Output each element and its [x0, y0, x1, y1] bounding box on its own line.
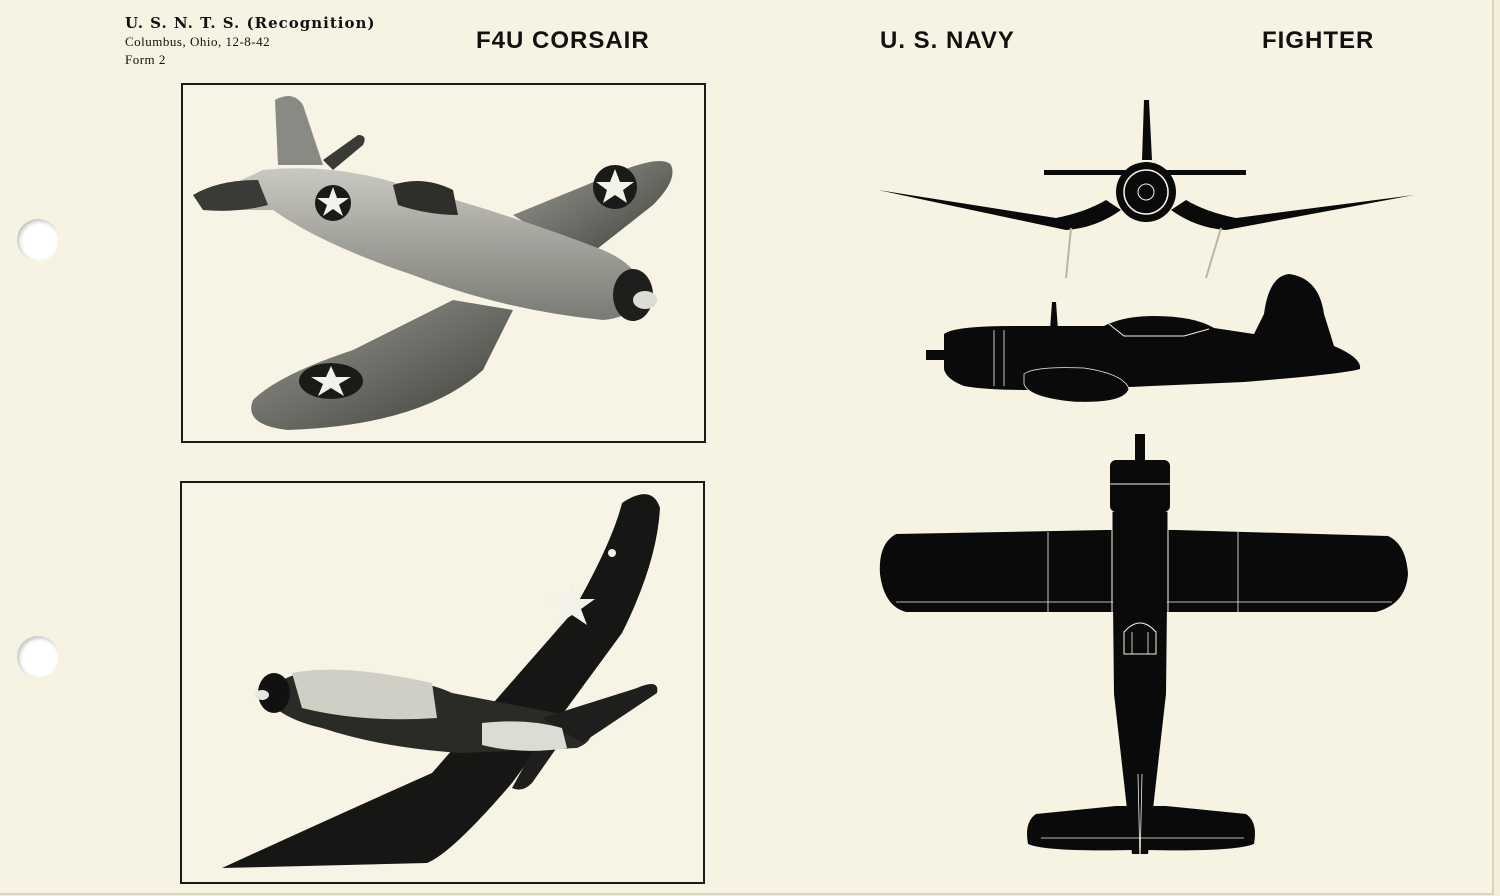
form-label: Form 2: [125, 52, 166, 67]
aircraft-front-silhouette-icon: [878, 100, 1414, 279]
aircraft-title: F4U CORSAIR: [476, 27, 650, 54]
location-date-label: Columbus, Ohio, 12-8-42: [125, 34, 271, 49]
sheet-header: U. S. N. T. S. (Recognition) Columbus, O…: [125, 14, 375, 68]
photo-top-view: [181, 83, 706, 443]
punch-hole-top: [17, 219, 59, 261]
role-title: FIGHTER: [1262, 27, 1375, 54]
star-insignia-2: [593, 165, 637, 209]
photo-bottom-view: [180, 481, 705, 884]
aircraft-photo-1: [193, 96, 673, 430]
service-title: U. S. NAVY: [880, 27, 1015, 54]
star-insignia-3: [299, 363, 363, 399]
star-insignia-1: [315, 185, 351, 221]
aircraft-side-silhouette-icon: [926, 274, 1361, 403]
star-insignia-4: [549, 583, 595, 625]
organization-label: U. S. N. T. S. (Recognition): [125, 14, 376, 32]
aircraft-top-silhouette-icon: [879, 434, 1408, 865]
aircraft-photo-2: [222, 494, 660, 868]
punch-hole-bottom: [17, 636, 59, 678]
